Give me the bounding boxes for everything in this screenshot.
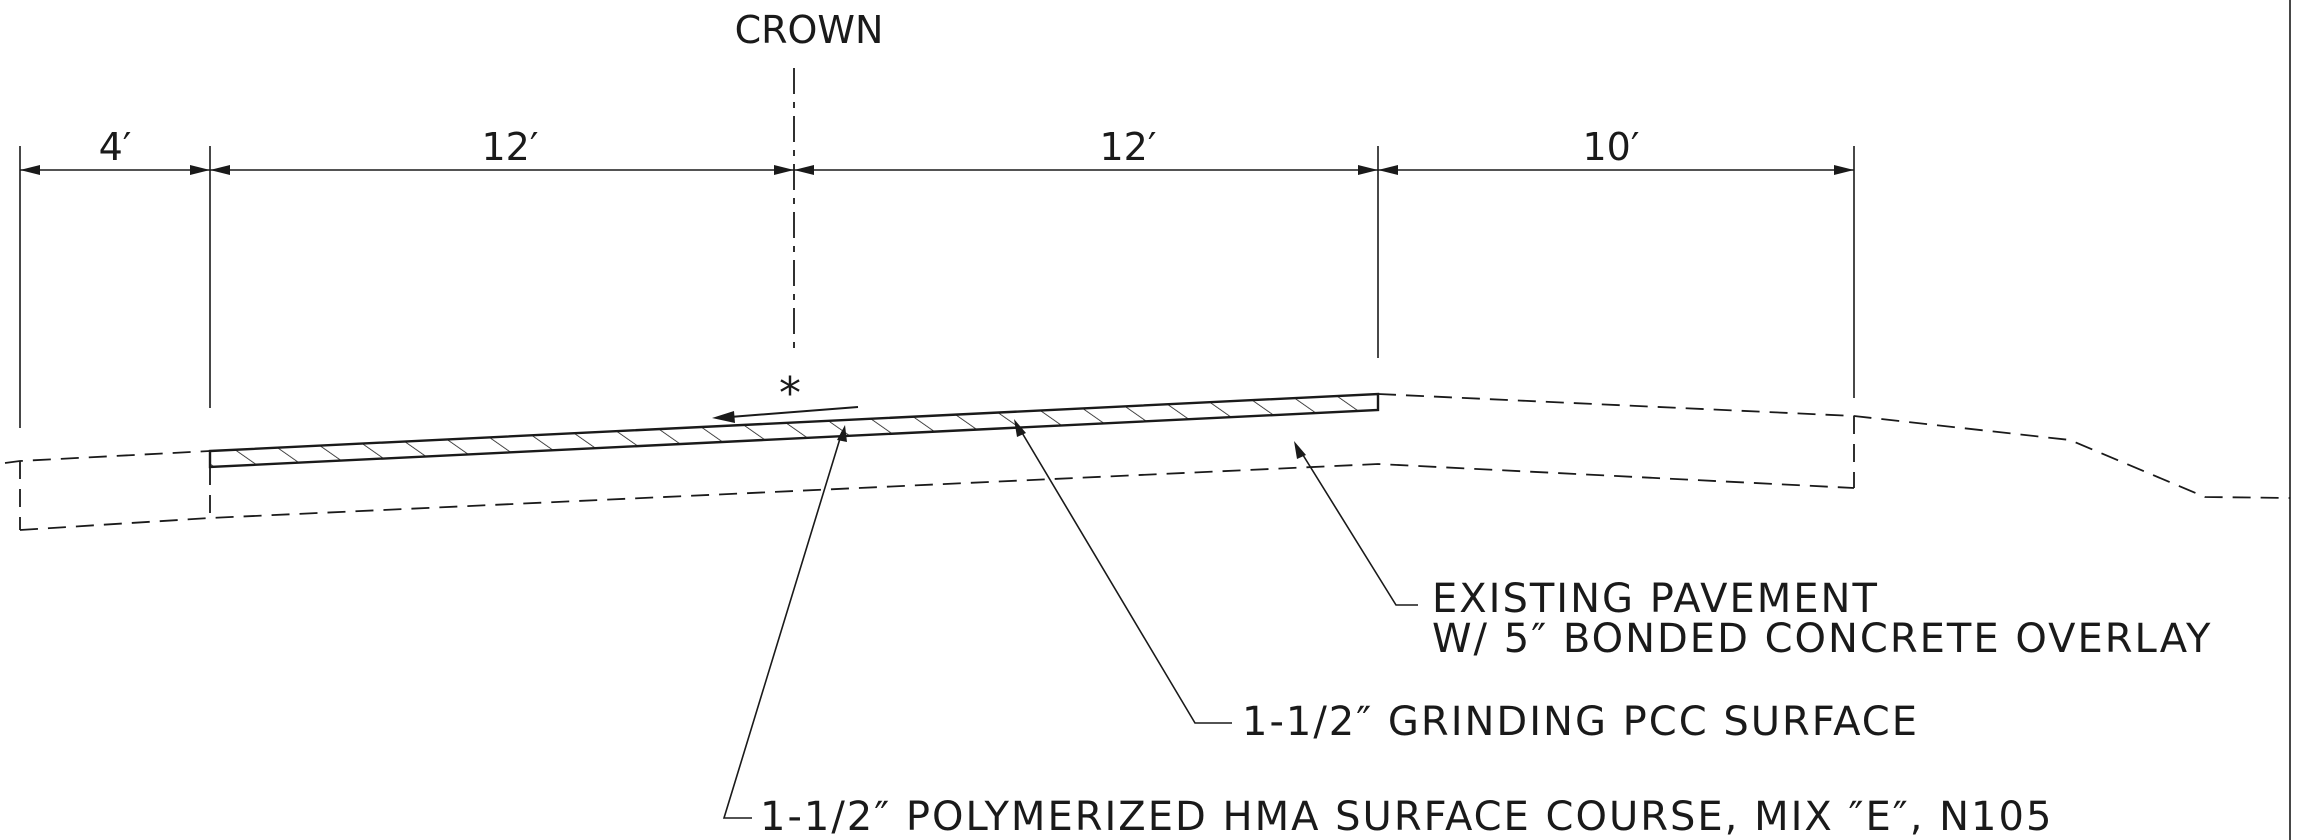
dim-shoulder-left: 4′ <box>99 125 132 169</box>
note-hma: 1-1/2″ POLYMERIZED HMA SURFACE COURSE, M… <box>760 794 2053 840</box>
note-existing-line1: EXISTING PAVEMENT <box>1432 576 1879 622</box>
leader-existing-pavement <box>1294 441 1418 606</box>
hma-surface-course <box>208 392 1380 469</box>
leader-grinding <box>1014 419 1232 724</box>
dim-lane-right: 12′ <box>1100 125 1157 169</box>
note-grinding: 1-1/2″ GRINDING PCC SURFACE <box>1242 699 1919 745</box>
extension-lines <box>19 146 1855 428</box>
existing-pavement-outline <box>4 393 2291 531</box>
leader-hma <box>722 425 847 819</box>
dim-shoulder-right: 10′ <box>1583 125 1640 169</box>
crown-label: CROWN <box>735 8 884 52</box>
dimension-line <box>20 165 1854 175</box>
note-existing-line2: W/ 5″ BONDED CONCRETE OVERLAY <box>1432 616 2212 662</box>
slope-asterisk: * <box>779 368 801 419</box>
slope-arrow <box>712 406 859 423</box>
dim-lane-left: 12′ <box>482 125 539 169</box>
